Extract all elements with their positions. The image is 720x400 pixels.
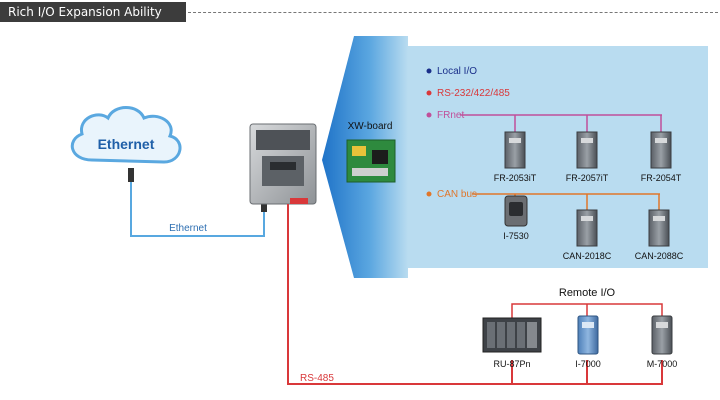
controller-front-panel (262, 156, 304, 186)
controller-rs485-port (290, 198, 308, 204)
header-dashed-line (188, 12, 718, 13)
i-7000-label: I-7000 (575, 359, 601, 369)
io-panel-list: Local I/O RS-232/422/485 FRnet CAN bus (426, 66, 510, 200)
xw-board-chip (372, 150, 388, 164)
frnet-bullet (426, 112, 432, 118)
remote-io: Remote I/O RU-87Pn I-7000 M-7000 (482, 287, 678, 369)
can-2018c-module (576, 209, 598, 247)
rs232-label: RS-232/422/485 (437, 88, 510, 99)
xw-board-connector (352, 168, 388, 176)
can-2088c-module (648, 209, 670, 247)
can-2018c-device: CAN-2018C (563, 209, 612, 261)
ethernet-link: Ethernet (128, 168, 267, 237)
canbus-label: CAN bus (437, 189, 477, 200)
i-7530-device: I-7530 (503, 195, 529, 241)
can-2088c-label: CAN-2088C (635, 251, 684, 261)
ru-87pn-label: RU-87Pn (493, 359, 530, 369)
fr-2057it-label: FR-2057iT (566, 173, 609, 183)
ethernet-plug-left-icon (128, 168, 134, 182)
canbus-bullet (426, 191, 432, 197)
can-2018c-label: CAN-2018C (563, 251, 612, 261)
ethernet-cloud: Ethernet (70, 106, 182, 164)
main-controller (249, 123, 317, 205)
fr-2053it-device: FR-2053iT (494, 131, 537, 183)
section-title: Rich I/O Expansion Ability (0, 2, 186, 22)
remote-io-title: Remote I/O (559, 287, 616, 299)
rs485-link: RS-485 (287, 204, 663, 385)
i-7000-device: I-7000 (575, 315, 601, 369)
xw-board-label: XW-board (348, 121, 393, 132)
fr-2053it-module (504, 131, 526, 169)
cloud-label: Ethernet (98, 136, 155, 152)
m-7000-label: M-7000 (647, 359, 678, 369)
ru-87pn-device: RU-87Pn (482, 317, 542, 369)
i-7000-module (577, 315, 599, 355)
cloud-shape (70, 106, 182, 164)
fr-2053it-label: FR-2053iT (494, 173, 537, 183)
rs485-label: RS-485 (300, 373, 334, 384)
fr-2054t-label: FR-2054T (641, 173, 682, 183)
xw-board-terminal (352, 146, 366, 156)
ethernet-link-label: Ethernet (169, 223, 207, 234)
controller-display (270, 162, 296, 170)
frnet-label: FRnet (437, 110, 464, 121)
local-io-bullet (426, 68, 432, 74)
i-7530-label: I-7530 (503, 231, 529, 241)
can-2088c-device: CAN-2088C (635, 209, 684, 261)
controller-top-panel (256, 130, 310, 150)
frnet-bus: FR-2053iT FR-2057iT FR-2054T (460, 114, 682, 183)
rs485-bus-line (287, 204, 663, 385)
m-7000-module (651, 315, 673, 355)
fr-2057it-module (576, 131, 598, 169)
fr-2054t-device: FR-2054T (641, 131, 682, 183)
ethernet-cable (130, 182, 265, 237)
ethernet-plug-right-icon (261, 200, 267, 212)
xw-board: XW-board (346, 121, 396, 183)
can-bus: I-7530 CAN-2018C CAN-2088C (472, 193, 684, 261)
m-7000-device: M-7000 (647, 315, 678, 369)
fr-2057it-device: FR-2057iT (566, 131, 609, 183)
local-io-label: Local I/O (437, 66, 477, 77)
rs232-bullet (426, 90, 432, 96)
fr-2054t-module (650, 131, 672, 169)
